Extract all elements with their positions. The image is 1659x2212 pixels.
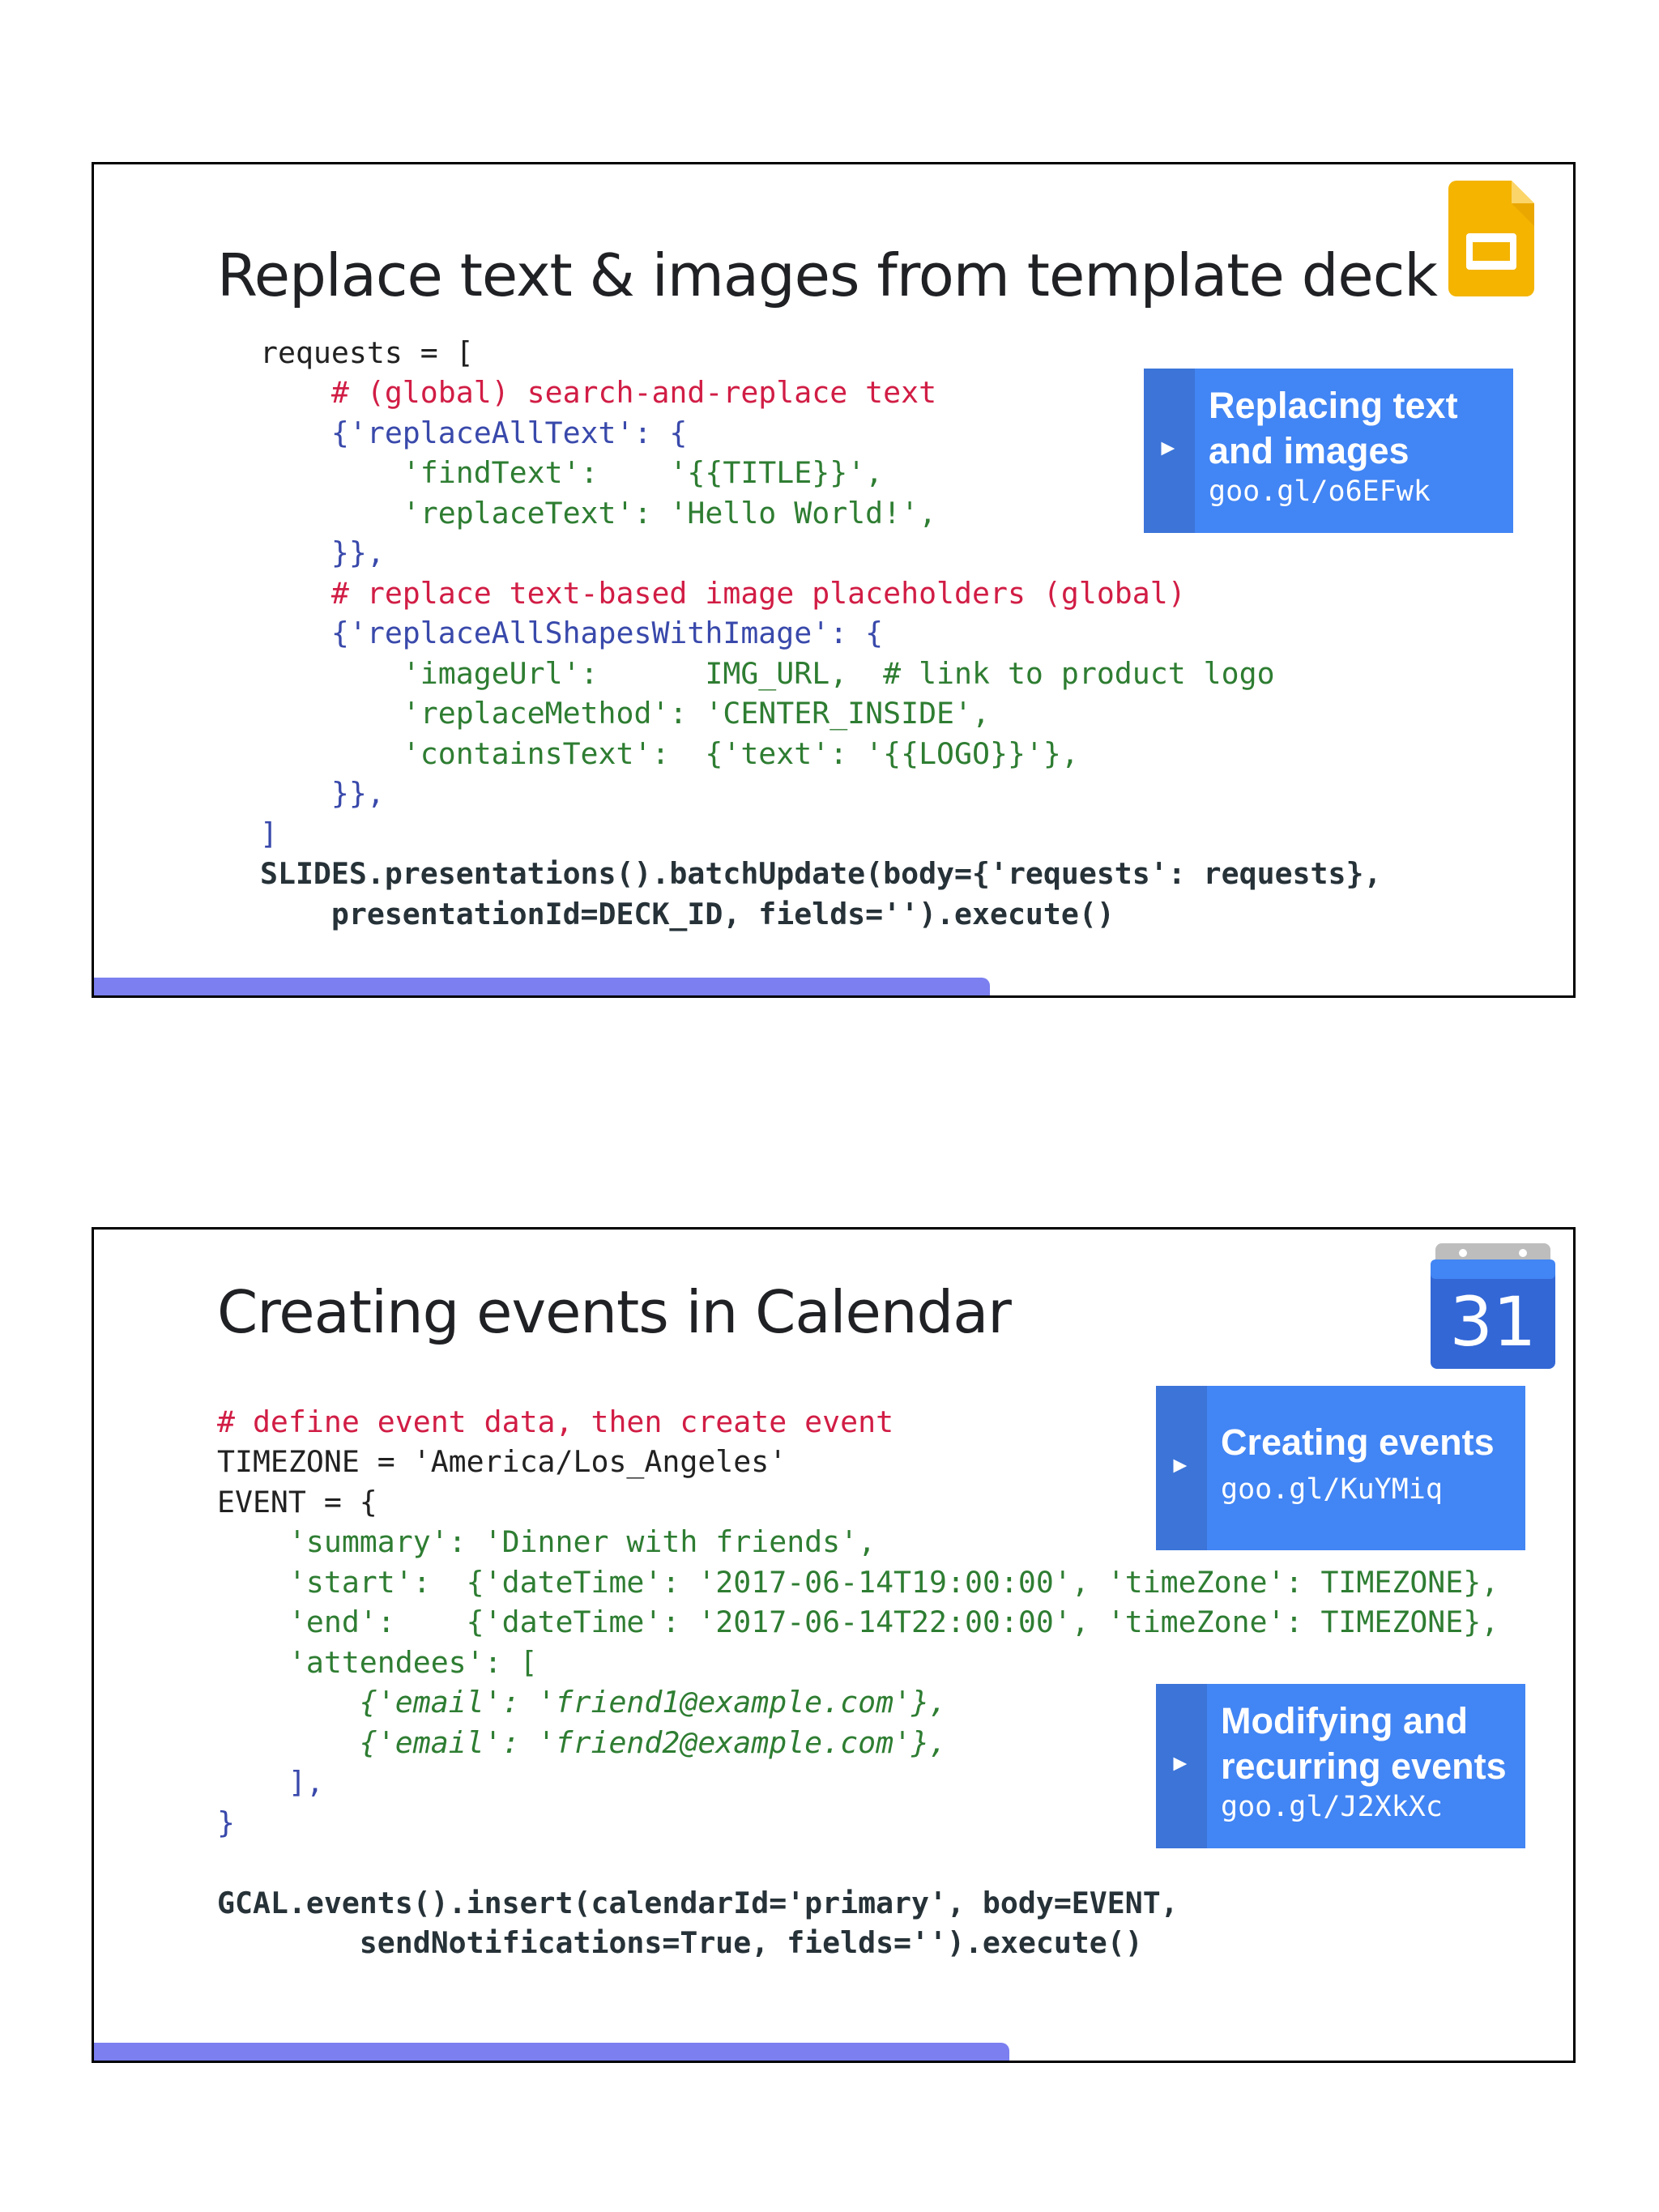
code-line: 'attendees': [ [217,1645,538,1680]
play-arrow-icon: ► [1169,1750,1192,1775]
code-line: 'start': {'dateTime': '2017-06-14T19:00:… [217,1565,1499,1600]
callout-replacing-text-images[interactable]: ► Replacing text and images goo.gl/o6EFw… [1144,369,1513,533]
google-slides-icon [1448,181,1534,296]
progress-bar [94,978,990,995]
callout-creating-events[interactable]: ► Creating events goo.gl/KuYMiq [1156,1386,1525,1550]
code-block: # define event data, then create event T… [94,1230,1499,1960]
slide-title: Replace text & images from template deck [217,241,1438,309]
code-line: 'findText': '{{TITLE}}', [260,455,884,490]
callout-strip [1156,1386,1207,1550]
code-text: requests = [ [260,335,474,370]
code-line: {'email': 'friend1@example.com'}, [217,1685,947,1720]
code-line: ], [217,1765,324,1800]
progress-bar [94,2043,1009,2061]
callout-strip [1156,1684,1207,1848]
code-line: 'summary': 'Dinner with friends', [217,1524,876,1559]
code-line: 'end': {'dateTime': '2017-06-14T22:00:00… [217,1605,1499,1639]
play-arrow-icon: ► [1157,435,1179,460]
google-calendar-icon: 31 [1431,1243,1555,1369]
code-line: 'imageUrl': IMG_URL, # link to product l… [260,656,1275,691]
callout-title: Modifying and recurring events [1221,1700,1507,1787]
callout-title: Replacing text and images [1209,385,1458,471]
code-line: 'replaceMethod': 'CENTER_INSIDE', [260,696,990,731]
code-line: # replace text-based image placeholders … [260,576,1186,611]
slide-title: Creating events in Calendar [217,1278,1012,1346]
code-line: {'replaceAllShapesWithImage': { [260,616,884,650]
calendar-day-number: 31 [1450,1282,1537,1362]
code-block: requests = [ # (global) search-and-repla… [94,164,1381,931]
play-arrow-icon: ► [1169,1452,1192,1477]
code-line: ] [260,816,278,851]
code-line: sendNotifications=True, fields='').execu… [217,1925,1143,1960]
callout-link[interactable]: goo.gl/o6EFwk [1209,475,1431,508]
code-line: {'email': 'friend2@example.com'}, [217,1725,947,1760]
code-line: requests = [ [260,333,474,373]
code-line: # define event data, then create event [217,1404,894,1439]
code-line: {'replaceAllText': { [260,416,688,450]
slide-creating-events: Creating events in Calendar 31 # define … [92,1227,1576,2063]
callout-link[interactable]: goo.gl/J2XkXc [1221,1791,1443,1823]
callout-title: Creating events [1221,1421,1495,1463]
code-line: }}, [260,776,385,811]
code-line: } [217,1805,235,1840]
callout-strip [1144,369,1195,533]
callout-modifying-recurring-events[interactable]: ► Modifying and recurring events goo.gl/… [1156,1684,1525,1848]
code-line: 'containsText': {'text': '{{LOGO}}'}, [260,736,1079,771]
code-line: TIMEZONE = 'America/Los_Angeles' [217,1444,787,1479]
code-line: }}, [260,535,385,570]
slide-replace-text-images: Replace text & images from template deck… [92,162,1576,998]
code-line: EVENT = { [217,1485,377,1519]
code-line: # (global) search-and-replace text [260,375,937,410]
code-line: GCAL.events().insert(calendarId='primary… [217,1886,1179,1920]
code-line: presentationId=DECK_ID, fields='').execu… [260,897,1115,931]
code-line: 'replaceText': 'Hello World!', [260,496,937,531]
code-line: SLIDES.presentations().batchUpdate(body=… [260,856,1382,891]
callout-link[interactable]: goo.gl/KuYMiq [1221,1473,1443,1506]
